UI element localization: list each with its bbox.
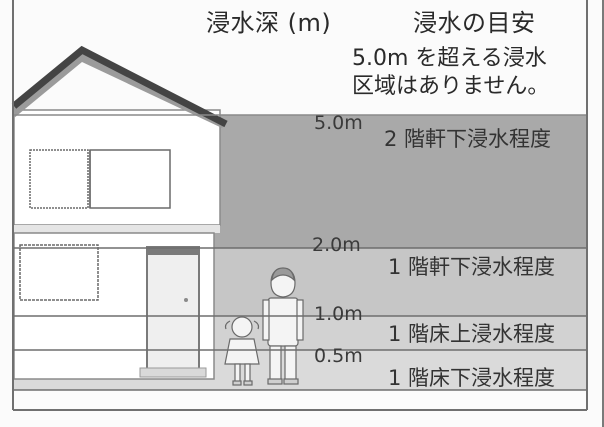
depth-label-2m: 2.0m xyxy=(312,234,361,256)
note-line-2: 区域はありません。 xyxy=(352,74,550,99)
no-flooding-above-5m-note: 5.0m を超える浸水 区域はありません。 xyxy=(352,45,549,101)
depth-label-1m: 1.0m xyxy=(314,303,363,325)
depth-label-05m: 0.5m xyxy=(314,345,363,367)
page-edge-divider xyxy=(602,0,604,427)
note-line-1: 5.0m を超える浸水 xyxy=(352,46,547,71)
house-illustration-icon xyxy=(11,45,228,380)
level-label-2m: 1 階軒下浸水程度 xyxy=(388,255,556,279)
man-figure-icon xyxy=(262,267,304,385)
depth-label-5m: 5.0m xyxy=(314,112,363,134)
girl-figure-icon xyxy=(224,316,260,386)
level-label-05m: 1 階床下浸水程度 xyxy=(388,366,556,390)
depth-column-header: 浸水深 (m) xyxy=(206,9,332,37)
level-label-5m: 2 階軒下浸水程度 xyxy=(384,127,552,151)
level-label-1m: 1 階床上浸水程度 xyxy=(388,322,556,346)
guide-column-header: 浸水の目安 xyxy=(413,9,536,37)
